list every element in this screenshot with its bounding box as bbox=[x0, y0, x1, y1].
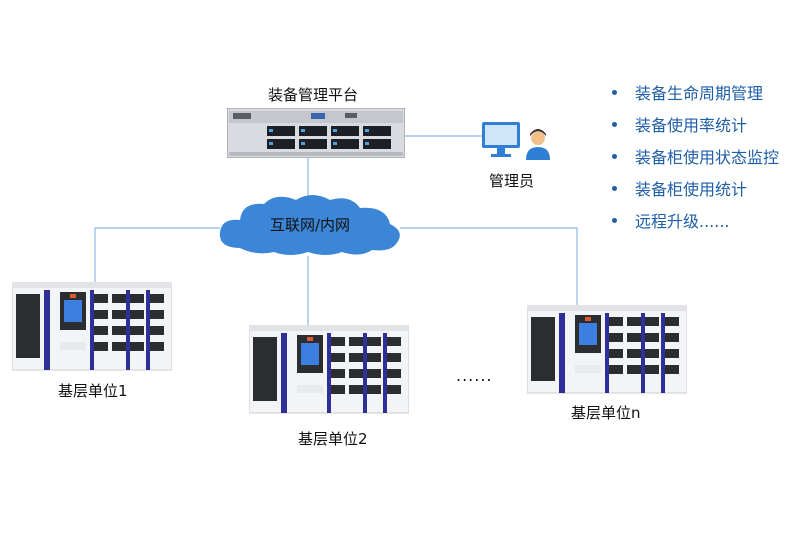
cabinet-unitn bbox=[527, 305, 687, 394]
unit2-label: 基层单位2 bbox=[298, 430, 368, 448]
feature-item: 装备柜使用状态监控 bbox=[612, 140, 779, 172]
unit1-label: 基层单位1 bbox=[58, 382, 128, 400]
monitor-icon bbox=[482, 122, 550, 160]
bullet-icon bbox=[612, 89, 617, 95]
bullet-icon bbox=[612, 185, 617, 191]
cloud-unitn-line bbox=[400, 227, 578, 305]
feature-item: 远程升级...... bbox=[612, 204, 779, 236]
unitn-label: 基层单位n bbox=[571, 404, 641, 422]
feature-item: 装备柜使用统计 bbox=[612, 172, 779, 204]
admin-label: 管理员 bbox=[489, 172, 535, 190]
ellipsis: ...... bbox=[456, 366, 493, 385]
bullet-icon bbox=[612, 121, 617, 127]
platform-label: 装备管理平台 bbox=[268, 86, 359, 104]
cabinet-unit2 bbox=[249, 325, 409, 414]
feature-list: 装备生命周期管理 装备使用率统计 装备柜使用状态监控 装备柜使用统计 远程升级.… bbox=[612, 76, 779, 236]
feature-item: 装备使用率统计 bbox=[612, 108, 779, 140]
cloud-icon bbox=[219, 195, 400, 255]
network-label: 互联网/内网 bbox=[269, 216, 351, 234]
cloud-unit1-line bbox=[94, 227, 220, 282]
user-icon bbox=[526, 129, 550, 160]
bullet-icon bbox=[612, 153, 617, 159]
bullet-icon bbox=[612, 217, 617, 223]
network-cloud: 互联网/内网 bbox=[210, 192, 410, 258]
server-icon bbox=[227, 108, 405, 158]
feature-item: 装备生命周期管理 bbox=[612, 76, 779, 108]
cabinet-unit1 bbox=[12, 282, 172, 371]
